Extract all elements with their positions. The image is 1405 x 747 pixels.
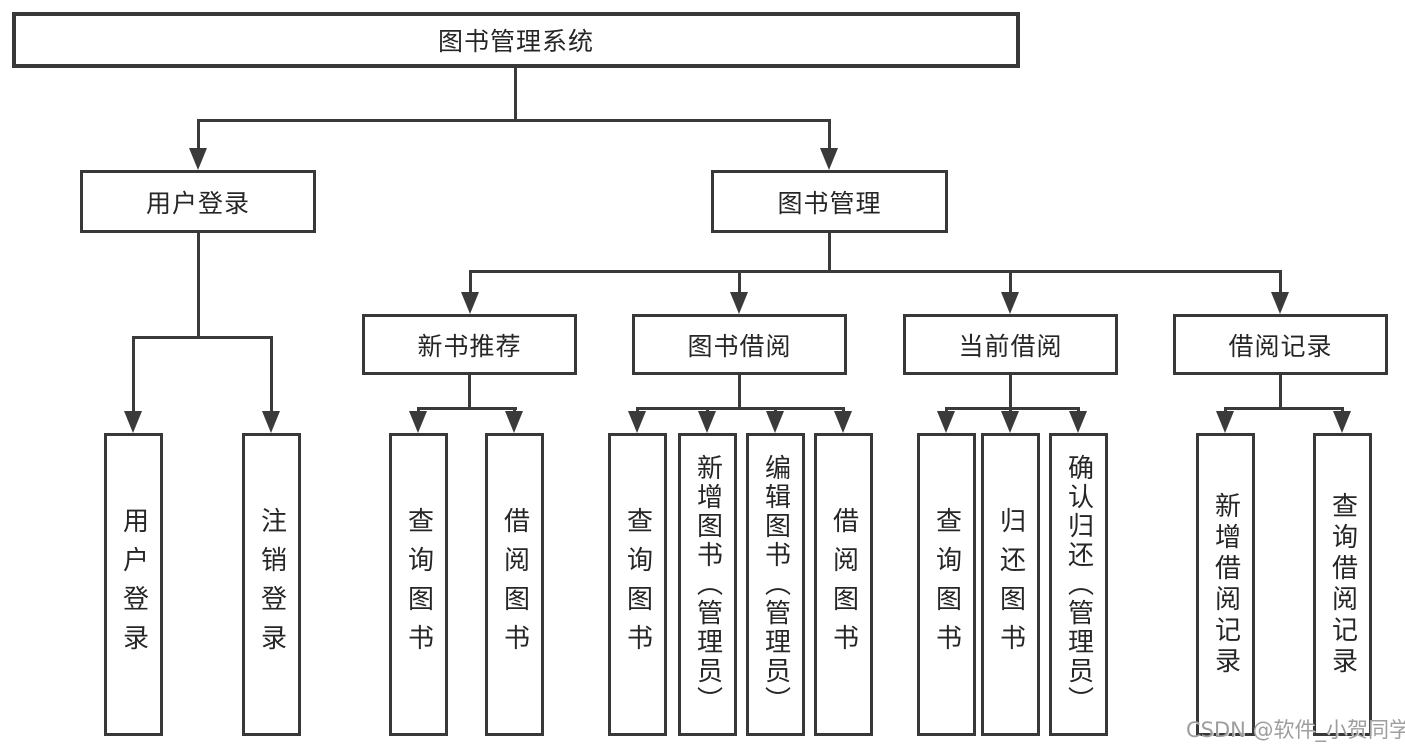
arrow-down-icon: [628, 411, 646, 433]
leaf-borrow-book-2: 借阅图书: [814, 433, 873, 736]
node-new-book-rec: 新书推荐: [362, 314, 577, 375]
leaf-logout: 注销登录: [242, 433, 301, 736]
leaf-user-login: 用户登录: [104, 433, 163, 736]
connector-borrow-records-hline: [1224, 407, 1344, 410]
leaf-borrow-book-1-label: 借阅图书: [499, 506, 530, 663]
leaf-return-book: 归还图书: [981, 433, 1040, 736]
connector-book-borrow-hline: [636, 407, 845, 410]
arrow-down-icon: [730, 292, 748, 314]
arrow-down-icon: [766, 411, 784, 433]
connector-borrow-records-vline: [1279, 375, 1282, 410]
node-book-borrow: 图书借阅: [632, 314, 847, 375]
connector-book-mgmt-hline: [469, 270, 1282, 273]
connector-new-book-rec-hline: [417, 407, 517, 410]
connector-current-borrow-hline: [945, 407, 1080, 410]
arrow-down-icon: [262, 411, 280, 433]
leaf-query-record-label: 查询借阅记录: [1327, 491, 1358, 678]
connector-user-login-stem: [197, 119, 200, 150]
node-new-book-rec-label: 新书推荐: [417, 331, 522, 361]
leaf-borrow-book-1: 借阅图书: [485, 433, 544, 736]
node-root-label: 图书管理系统: [437, 27, 594, 56]
node-root: 图书管理系统: [12, 12, 1020, 68]
node-book-mgmt: 图书管理: [711, 170, 948, 233]
arrow-down-icon: [1069, 411, 1087, 433]
leaf-borrow-book-2-label: 借阅图书: [828, 506, 859, 663]
leaf-query-book-1: 查询图书: [389, 433, 448, 736]
arrow-down-icon: [124, 411, 142, 433]
arrow-down-icon: [1001, 292, 1019, 314]
leaf-query-book-2-label: 查询图书: [622, 506, 653, 663]
leaf-query-book-3: 查询图书: [917, 433, 976, 736]
leaf-edit-book: 编辑图书（管理员）: [746, 433, 805, 736]
connector-root-hline: [197, 119, 831, 122]
connector-book-mgmt-stem: [828, 119, 831, 150]
leaf-user-login-label: 用户登录: [118, 506, 149, 663]
connector-l3-stem: [469, 270, 472, 294]
arrow-down-icon: [1271, 292, 1289, 314]
leaf-add-record-label: 新增借阅记录: [1210, 491, 1241, 678]
connector-leaf-stem: [132, 336, 135, 413]
arrow-down-icon: [937, 411, 955, 433]
leaf-query-book-2: 查询图书: [608, 433, 667, 736]
node-borrow-records: 借阅记录: [1173, 314, 1388, 375]
node-borrow-records-label: 借阅记录: [1228, 331, 1333, 361]
connector-new-book-rec-vline: [468, 375, 471, 410]
leaf-query-book-1-label: 查询图书: [403, 506, 434, 663]
node-current-borrow: 当前借阅: [903, 314, 1118, 375]
connector-current-borrow-vline: [1009, 375, 1012, 410]
connector-root-vline: [514, 68, 517, 122]
connector-user-login-hline: [132, 336, 273, 339]
node-user-login-label: 用户登录: [145, 188, 250, 218]
arrow-down-icon: [189, 148, 207, 170]
leaf-edit-book-label: 编辑图书（管理员）: [760, 454, 791, 715]
connector-user-login-vline: [197, 233, 200, 339]
arrow-down-icon: [820, 148, 838, 170]
leaf-add-book-label: 新增图书（管理员）: [692, 454, 723, 715]
connector-leaf-stem: [270, 336, 273, 413]
connector-book-mgmt-vline: [828, 233, 831, 273]
leaf-confirm-return: 确认归还（管理员）: [1049, 433, 1108, 736]
node-book-borrow-label: 图书借阅: [687, 331, 792, 361]
leaf-return-book-label: 归还图书: [995, 506, 1026, 663]
leaf-confirm-return-label: 确认归还（管理员）: [1063, 454, 1094, 715]
connector-l3-stem: [1009, 270, 1012, 294]
arrow-down-icon: [834, 411, 852, 433]
leaf-add-record: 新增借阅记录: [1196, 433, 1255, 736]
arrow-down-icon: [461, 292, 479, 314]
connector-book-borrow-vline: [738, 375, 741, 410]
leaf-query-book-3-label: 查询图书: [931, 506, 962, 663]
arrow-down-icon: [505, 411, 523, 433]
arrow-down-icon: [1216, 411, 1234, 433]
node-user-login: 用户登录: [80, 170, 316, 233]
leaf-logout-label: 注销登录: [256, 506, 287, 663]
arrow-down-icon: [1333, 411, 1351, 433]
connector-l3-stem: [738, 270, 741, 294]
node-current-borrow-label: 当前借阅: [958, 331, 1063, 361]
arrow-down-icon: [1001, 411, 1019, 433]
leaf-query-record: 查询借阅记录: [1313, 433, 1372, 736]
arrow-down-icon: [698, 411, 716, 433]
connector-l3-stem: [1279, 270, 1282, 294]
leaf-add-book: 新增图书（管理员）: [678, 433, 737, 736]
csdn-watermark: CSDN @软件_小贺同学: [1186, 718, 1405, 742]
node-book-mgmt-label: 图书管理: [777, 188, 882, 218]
arrow-down-icon: [409, 411, 427, 433]
